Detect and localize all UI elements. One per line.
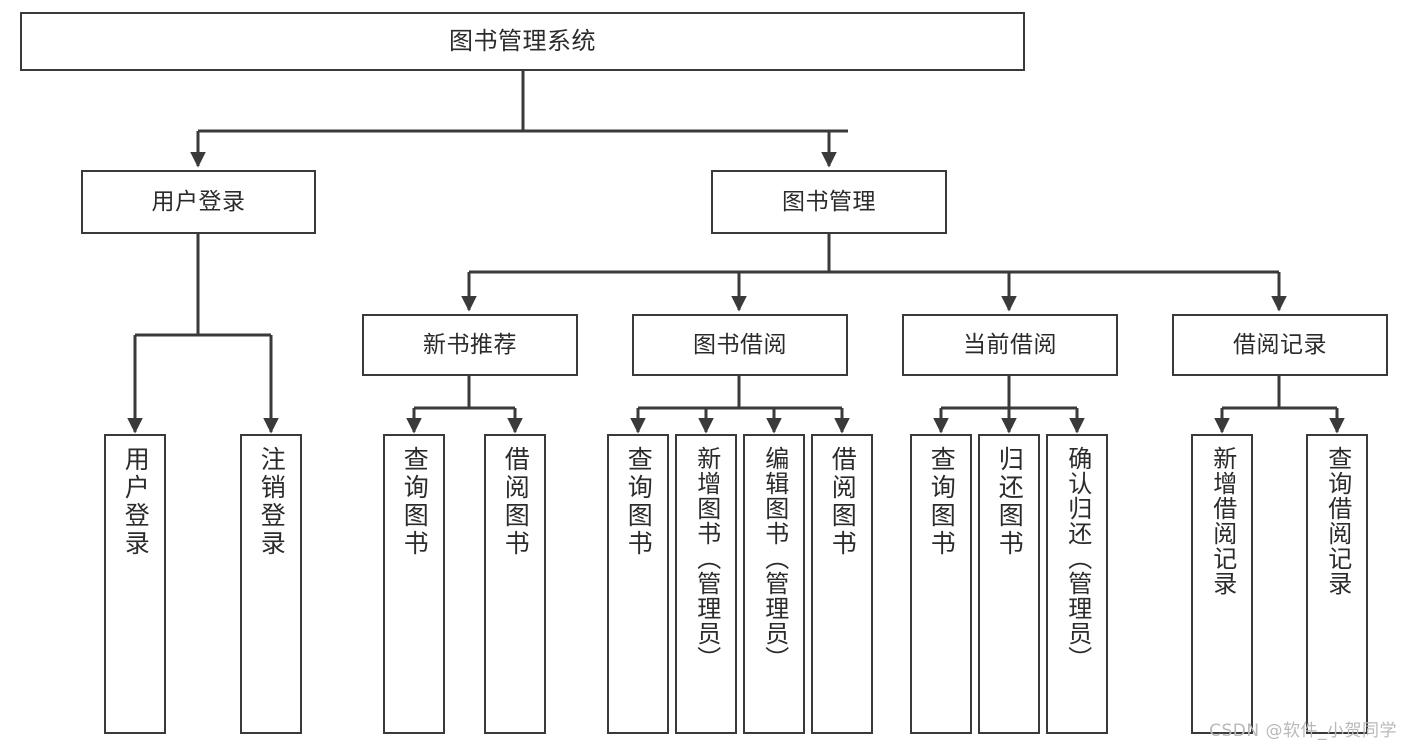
node-label: 借阅记录 <box>1233 331 1327 358</box>
leaf-confirm-return-admin[interactable]: 确认归还（管理员） <box>1046 434 1108 734</box>
leaf-add-book-admin[interactable]: 新增图书（管理员） <box>675 434 737 734</box>
node-label: 用户登录 <box>151 188 246 215</box>
node-label: 新增借阅记录 <box>1208 446 1237 596</box>
node-book-management[interactable]: 图书管理 <box>711 170 947 234</box>
node-label: 用户登录 <box>121 446 151 558</box>
node-label: 查询图书 <box>624 446 654 558</box>
leaf-query-book-current[interactable]: 查询图书 <box>910 434 972 734</box>
node-label: 当前借阅 <box>963 331 1057 358</box>
node-label: 新增图书（管理员） <box>692 446 721 671</box>
leaf-logout[interactable]: 注销登录 <box>240 434 302 734</box>
node-label: 编辑图书（管理员） <box>760 446 789 671</box>
node-user-login[interactable]: 用户登录 <box>81 170 316 234</box>
node-label: 归还图书 <box>995 446 1025 558</box>
node-label: 确认归还（管理员） <box>1063 446 1092 671</box>
node-label: 图书借阅 <box>693 331 787 358</box>
node-label: 借阅图书 <box>828 446 858 558</box>
leaf-query-borrow-record[interactable]: 查询借阅记录 <box>1306 434 1368 734</box>
node-label: 查询借阅记录 <box>1323 446 1352 596</box>
node-borrow-record[interactable]: 借阅记录 <box>1172 314 1388 376</box>
leaf-edit-book-admin[interactable]: 编辑图书（管理员） <box>743 434 805 734</box>
node-label: 图书管理系统 <box>449 26 596 55</box>
leaf-borrow-book[interactable]: 借阅图书 <box>811 434 873 734</box>
leaf-borrow-book-recommend[interactable]: 借阅图书 <box>484 434 546 734</box>
node-label: 查询图书 <box>400 446 430 558</box>
node-current-borrow[interactable]: 当前借阅 <box>902 314 1118 376</box>
node-book-borrow[interactable]: 图书借阅 <box>632 314 848 376</box>
leaf-user-login[interactable]: 用户登录 <box>104 434 166 734</box>
node-label: 注销登录 <box>257 446 287 558</box>
leaf-add-borrow-record[interactable]: 新增借阅记录 <box>1191 434 1253 734</box>
leaf-query-book-recommend[interactable]: 查询图书 <box>383 434 445 734</box>
node-new-book-recommend[interactable]: 新书推荐 <box>362 314 578 376</box>
node-root-library-system[interactable]: 图书管理系统 <box>20 12 1025 71</box>
node-label: 查询图书 <box>927 446 957 558</box>
node-label: 新书推荐 <box>423 331 517 358</box>
leaf-query-book[interactable]: 查询图书 <box>607 434 669 734</box>
node-label: 图书管理 <box>782 188 876 215</box>
leaf-return-book[interactable]: 归还图书 <box>978 434 1040 734</box>
node-label: 借阅图书 <box>501 446 531 558</box>
